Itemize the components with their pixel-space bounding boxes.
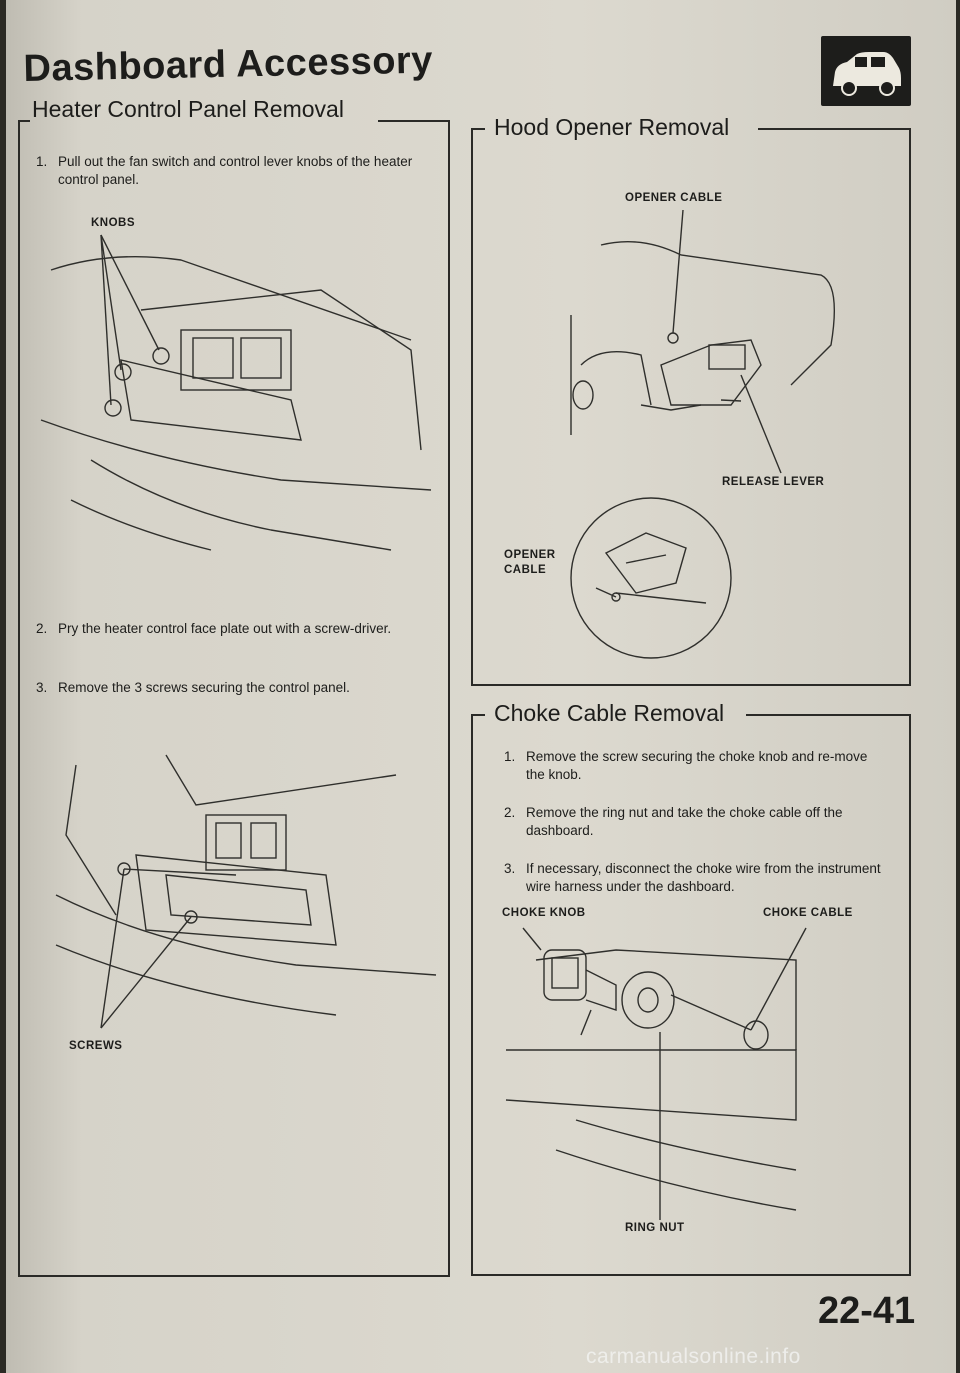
detail-cable-label: CABLE bbox=[504, 564, 547, 576]
heater-head-rule-right bbox=[378, 120, 448, 122]
choke-section-frame bbox=[471, 714, 911, 1276]
opener-cable-detail-illustration bbox=[570, 497, 732, 659]
heater-screws-illustration bbox=[55, 754, 437, 1029]
heater-step-2-text: Pry the heater control face plate out wi… bbox=[58, 621, 392, 636]
heater-step-3-text: Remove the 3 screws securing the control… bbox=[58, 680, 350, 695]
hood-head-rule-left bbox=[471, 128, 485, 130]
heater-knobs-illustration bbox=[40, 234, 432, 551]
hood-opener-illustration bbox=[570, 209, 836, 474]
ring-nut-label: RING NUT bbox=[625, 1222, 685, 1234]
watermark: carmanualsonline.info bbox=[586, 1345, 801, 1368]
detail-opener-label: OPENER bbox=[504, 549, 556, 561]
choke-knob-label: CHOKE KNOB bbox=[502, 907, 586, 919]
page-title: Dashboard Accessory bbox=[23, 39, 434, 91]
heater-head-rule-left bbox=[18, 120, 30, 122]
choke-head-rule-right bbox=[746, 714, 909, 716]
heater-step-1-text: Pull out the fan switch and control leve… bbox=[58, 154, 413, 187]
page-number: 22-41 bbox=[818, 1290, 916, 1332]
choke-cable-illustration bbox=[505, 927, 807, 1220]
choke-step-3-number: 3. bbox=[504, 861, 516, 876]
heater-heading: Heater Control Panel Removal bbox=[32, 96, 344, 122]
hood-heading: Hood Opener Removal bbox=[494, 114, 730, 140]
heater-step-2-number: 2. bbox=[36, 621, 48, 636]
hood-section-frame bbox=[471, 128, 911, 686]
choke-step-1-text: Remove the screw securing the choke knob… bbox=[526, 749, 868, 782]
choke-step-2-number: 2. bbox=[504, 805, 516, 820]
heater-step-1-number: 1. bbox=[36, 154, 48, 169]
car-side-icon bbox=[821, 36, 911, 106]
hood-head-rule-right bbox=[758, 128, 909, 130]
choke-step-2-text: Remove the ring nut and take the choke c… bbox=[526, 805, 843, 838]
manual-page: Dashboard Accessory Heater Control Panel… bbox=[6, 0, 956, 1373]
choke-head-rule-left bbox=[471, 714, 485, 716]
choke-step-3-text: If necessary, disconnect the choke wire … bbox=[526, 861, 881, 894]
screws-label: SCREWS bbox=[69, 1040, 123, 1052]
opener-cable-label: OPENER CABLE bbox=[625, 192, 723, 204]
heater-step-3-number: 3. bbox=[36, 680, 48, 695]
release-lever-label: RELEASE LEVER bbox=[722, 476, 825, 488]
heater-section-frame bbox=[18, 120, 450, 1277]
choke-heading: Choke Cable Removal bbox=[494, 700, 725, 726]
knobs-label: KNOBS bbox=[91, 217, 136, 229]
choke-step-1-number: 1. bbox=[504, 749, 516, 764]
choke-cable-label: CHOKE CABLE bbox=[763, 907, 853, 919]
